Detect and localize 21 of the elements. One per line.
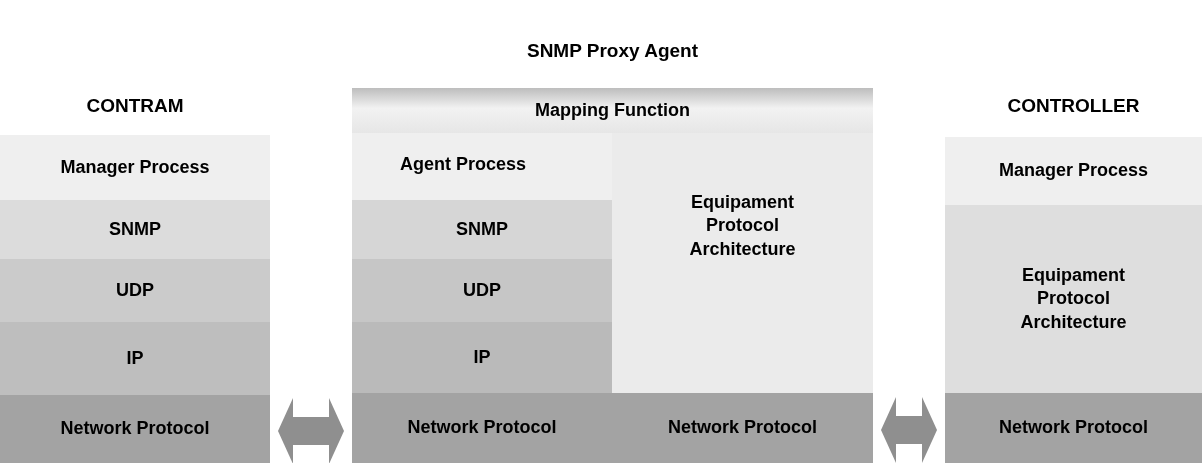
protocol-layer: SNMP — [352, 200, 612, 259]
protocol-layer: UDP — [352, 259, 612, 322]
protocol-layer: Manager Process — [0, 135, 270, 200]
protocol-layer: IP — [352, 322, 612, 393]
protocol-layer: Equipament Protocol Architecture — [612, 133, 873, 393]
protocol-layer: UDP — [0, 259, 270, 322]
double-arrow — [278, 398, 344, 463]
function-band: Mapping Function — [352, 88, 873, 133]
protocol-layer: Network Protocol — [945, 393, 1202, 463]
protocol-layer: Equipament Protocol Architecture — [945, 205, 1202, 393]
protocol-layer: Network Protocol — [0, 395, 270, 463]
stack-heading: CONTRAM — [85, 95, 185, 117]
protocol-layer: Network Protocol — [612, 393, 873, 463]
stack-heading: CONTROLLER — [1006, 95, 1141, 117]
protocol-layer: Manager Process — [945, 137, 1202, 205]
stack-heading: SNMP Proxy Agent — [525, 40, 699, 62]
protocol-layer: Network Protocol — [352, 393, 612, 463]
protocol-layer: SNMP — [0, 200, 270, 259]
double-arrow — [881, 397, 937, 463]
protocol-layer: Agent Process — [352, 133, 612, 200]
protocol-layer: IP — [0, 322, 270, 395]
